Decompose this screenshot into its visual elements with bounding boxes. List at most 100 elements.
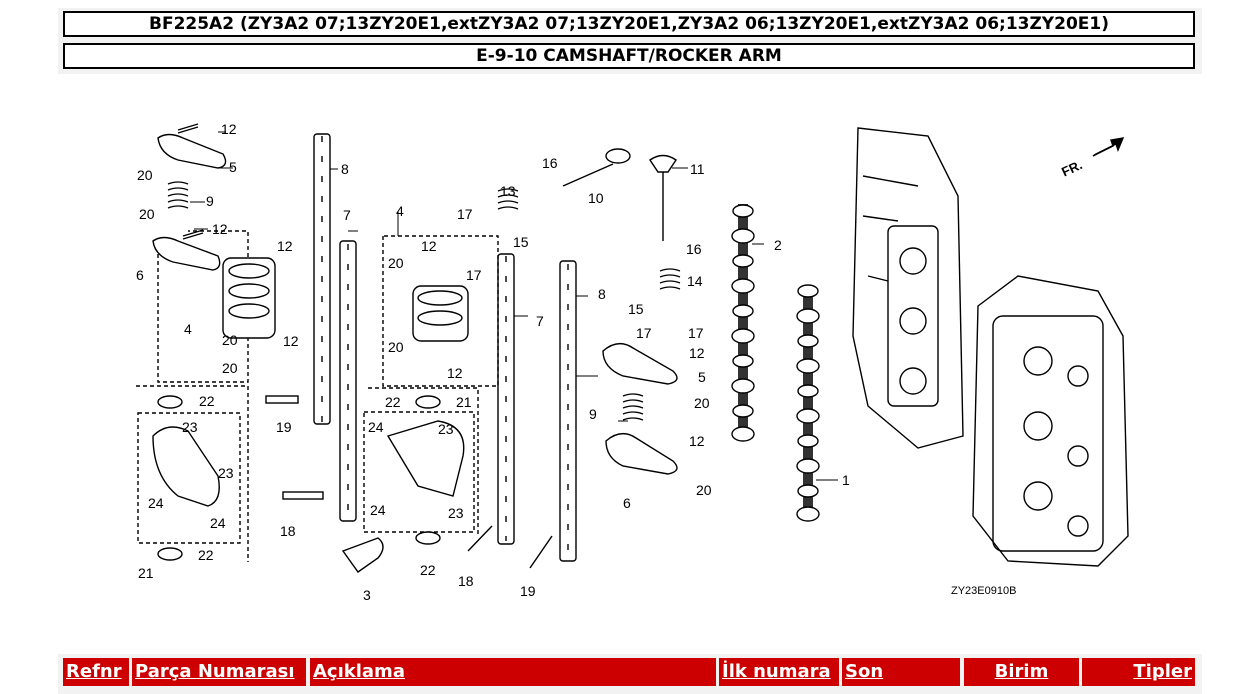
shaft-7-left [339,240,357,522]
callout-4: 4 [396,203,404,219]
callout-4: 4 [184,321,192,337]
callout-12: 12 [689,433,705,449]
callout-21: 21 [138,565,154,581]
group-box-left-upper [157,230,249,383]
callout-22: 22 [420,562,436,578]
callout-9: 9 [589,406,597,422]
callout-19: 19 [276,419,292,435]
callout-20: 20 [137,167,153,183]
direction-label: FR. [1059,157,1084,179]
callout-7: 7 [343,207,351,223]
callout-15: 15 [628,301,644,317]
rocker-assembly-mid [412,285,469,342]
callout-2: 2 [774,237,782,253]
callout-18: 18 [458,573,474,589]
callout-18: 18 [280,523,296,539]
callout-6: 6 [623,495,631,511]
camshaft-1 [796,284,820,522]
callout-23: 23 [182,419,198,435]
rocker-arm-21-left [152,426,220,507]
callout-20: 20 [139,206,155,222]
callout-17: 17 [688,325,704,341]
callout-21: 21 [456,394,472,410]
callout-12: 12 [447,365,463,381]
shaft-8-left [313,133,331,425]
cylinder-head-upper [852,127,964,449]
shaft-7-mid [497,253,515,545]
group-box-mid-lower [368,387,479,536]
callout-17: 17 [457,206,473,222]
callout-14: 14 [687,273,703,289]
rocker-arm-5-left [157,133,227,169]
callout-20: 20 [388,255,404,271]
callout-16: 16 [686,241,702,257]
group-box-left-inner [137,412,241,544]
rocker-assembly-left [222,257,276,339]
callout-23: 23 [218,465,234,481]
callout-8: 8 [341,161,349,177]
callout-24: 24 [210,515,226,531]
camshaft-2 [731,204,755,442]
callout-17: 17 [466,267,482,283]
rocker-arm-6-right [605,433,678,475]
callout-12: 12 [283,333,299,349]
callout-12: 12 [689,345,705,361]
parts-diagram: 12 5 20 9 20 12 12 6 4 20 12 20 22 23 23… [136,121,1129,603]
callout-13: 13 [500,183,516,199]
washers [157,395,441,561]
callout-6: 6 [136,267,144,283]
col-header-part-number[interactable]: Parça Numarası [132,658,306,686]
callout-12: 12 [221,121,237,137]
valve-11 [649,154,677,241]
callout-8: 8 [598,286,606,302]
callout-20: 20 [222,360,238,376]
col-header-first-number[interactable]: İlk numara [719,658,839,686]
callout-23: 23 [448,505,464,521]
callout-15: 15 [513,234,529,250]
callout-22: 22 [198,547,214,563]
callout-22: 22 [385,394,401,410]
callout-12: 12 [421,238,437,254]
callout-24: 24 [368,419,384,435]
callout-5: 5 [698,369,706,385]
diagram-code: ZY23E0910B [951,585,1016,597]
callout-10: 10 [588,190,604,206]
bracket-3 [341,537,384,573]
callout-24: 24 [148,495,164,511]
group-box-left-lower [136,385,249,562]
callout-20: 20 [222,332,238,348]
col-header-ref[interactable]: Refnr [63,658,129,686]
callout-17: 17 [636,325,652,341]
callout-3: 3 [363,587,371,603]
section-title: E-9-10 CAMSHAFT/ROCKER ARM [63,43,1195,69]
fr-arrow-icon [1092,137,1125,157]
callout-20: 20 [388,339,404,355]
group-box-mid-upper [382,235,499,387]
callout-19: 19 [520,583,536,599]
leader-lines [190,131,838,481]
col-header-unit[interactable]: Birim [964,658,1079,686]
callout-20: 20 [694,395,710,411]
valve-10 [562,148,631,187]
cylinder-head-lower [972,275,1129,567]
col-header-types[interactable]: Tipler [1082,658,1195,686]
col-header-last[interactable]: Son [842,658,960,686]
rocker-arm-6-left [152,236,221,271]
callout-22: 22 [199,393,215,409]
callout-24: 24 [370,502,386,518]
callout-23: 23 [438,421,454,437]
shaft-8-mid [559,260,577,562]
callout-12: 12 [212,221,228,237]
rocker-arm-5-right [602,343,678,385]
callout-11: 11 [690,161,705,177]
callout-7: 7 [536,313,544,329]
col-header-description[interactable]: Açıklama [310,658,716,686]
callout-9: 9 [206,193,214,209]
bolts [265,395,553,569]
rocker-arm-21-mid [386,420,465,497]
callout-16: 16 [542,155,558,171]
callout-20: 20 [696,482,712,498]
callout-12: 12 [277,238,293,254]
callout-1: 1 [842,472,850,488]
callout-5: 5 [229,159,237,175]
